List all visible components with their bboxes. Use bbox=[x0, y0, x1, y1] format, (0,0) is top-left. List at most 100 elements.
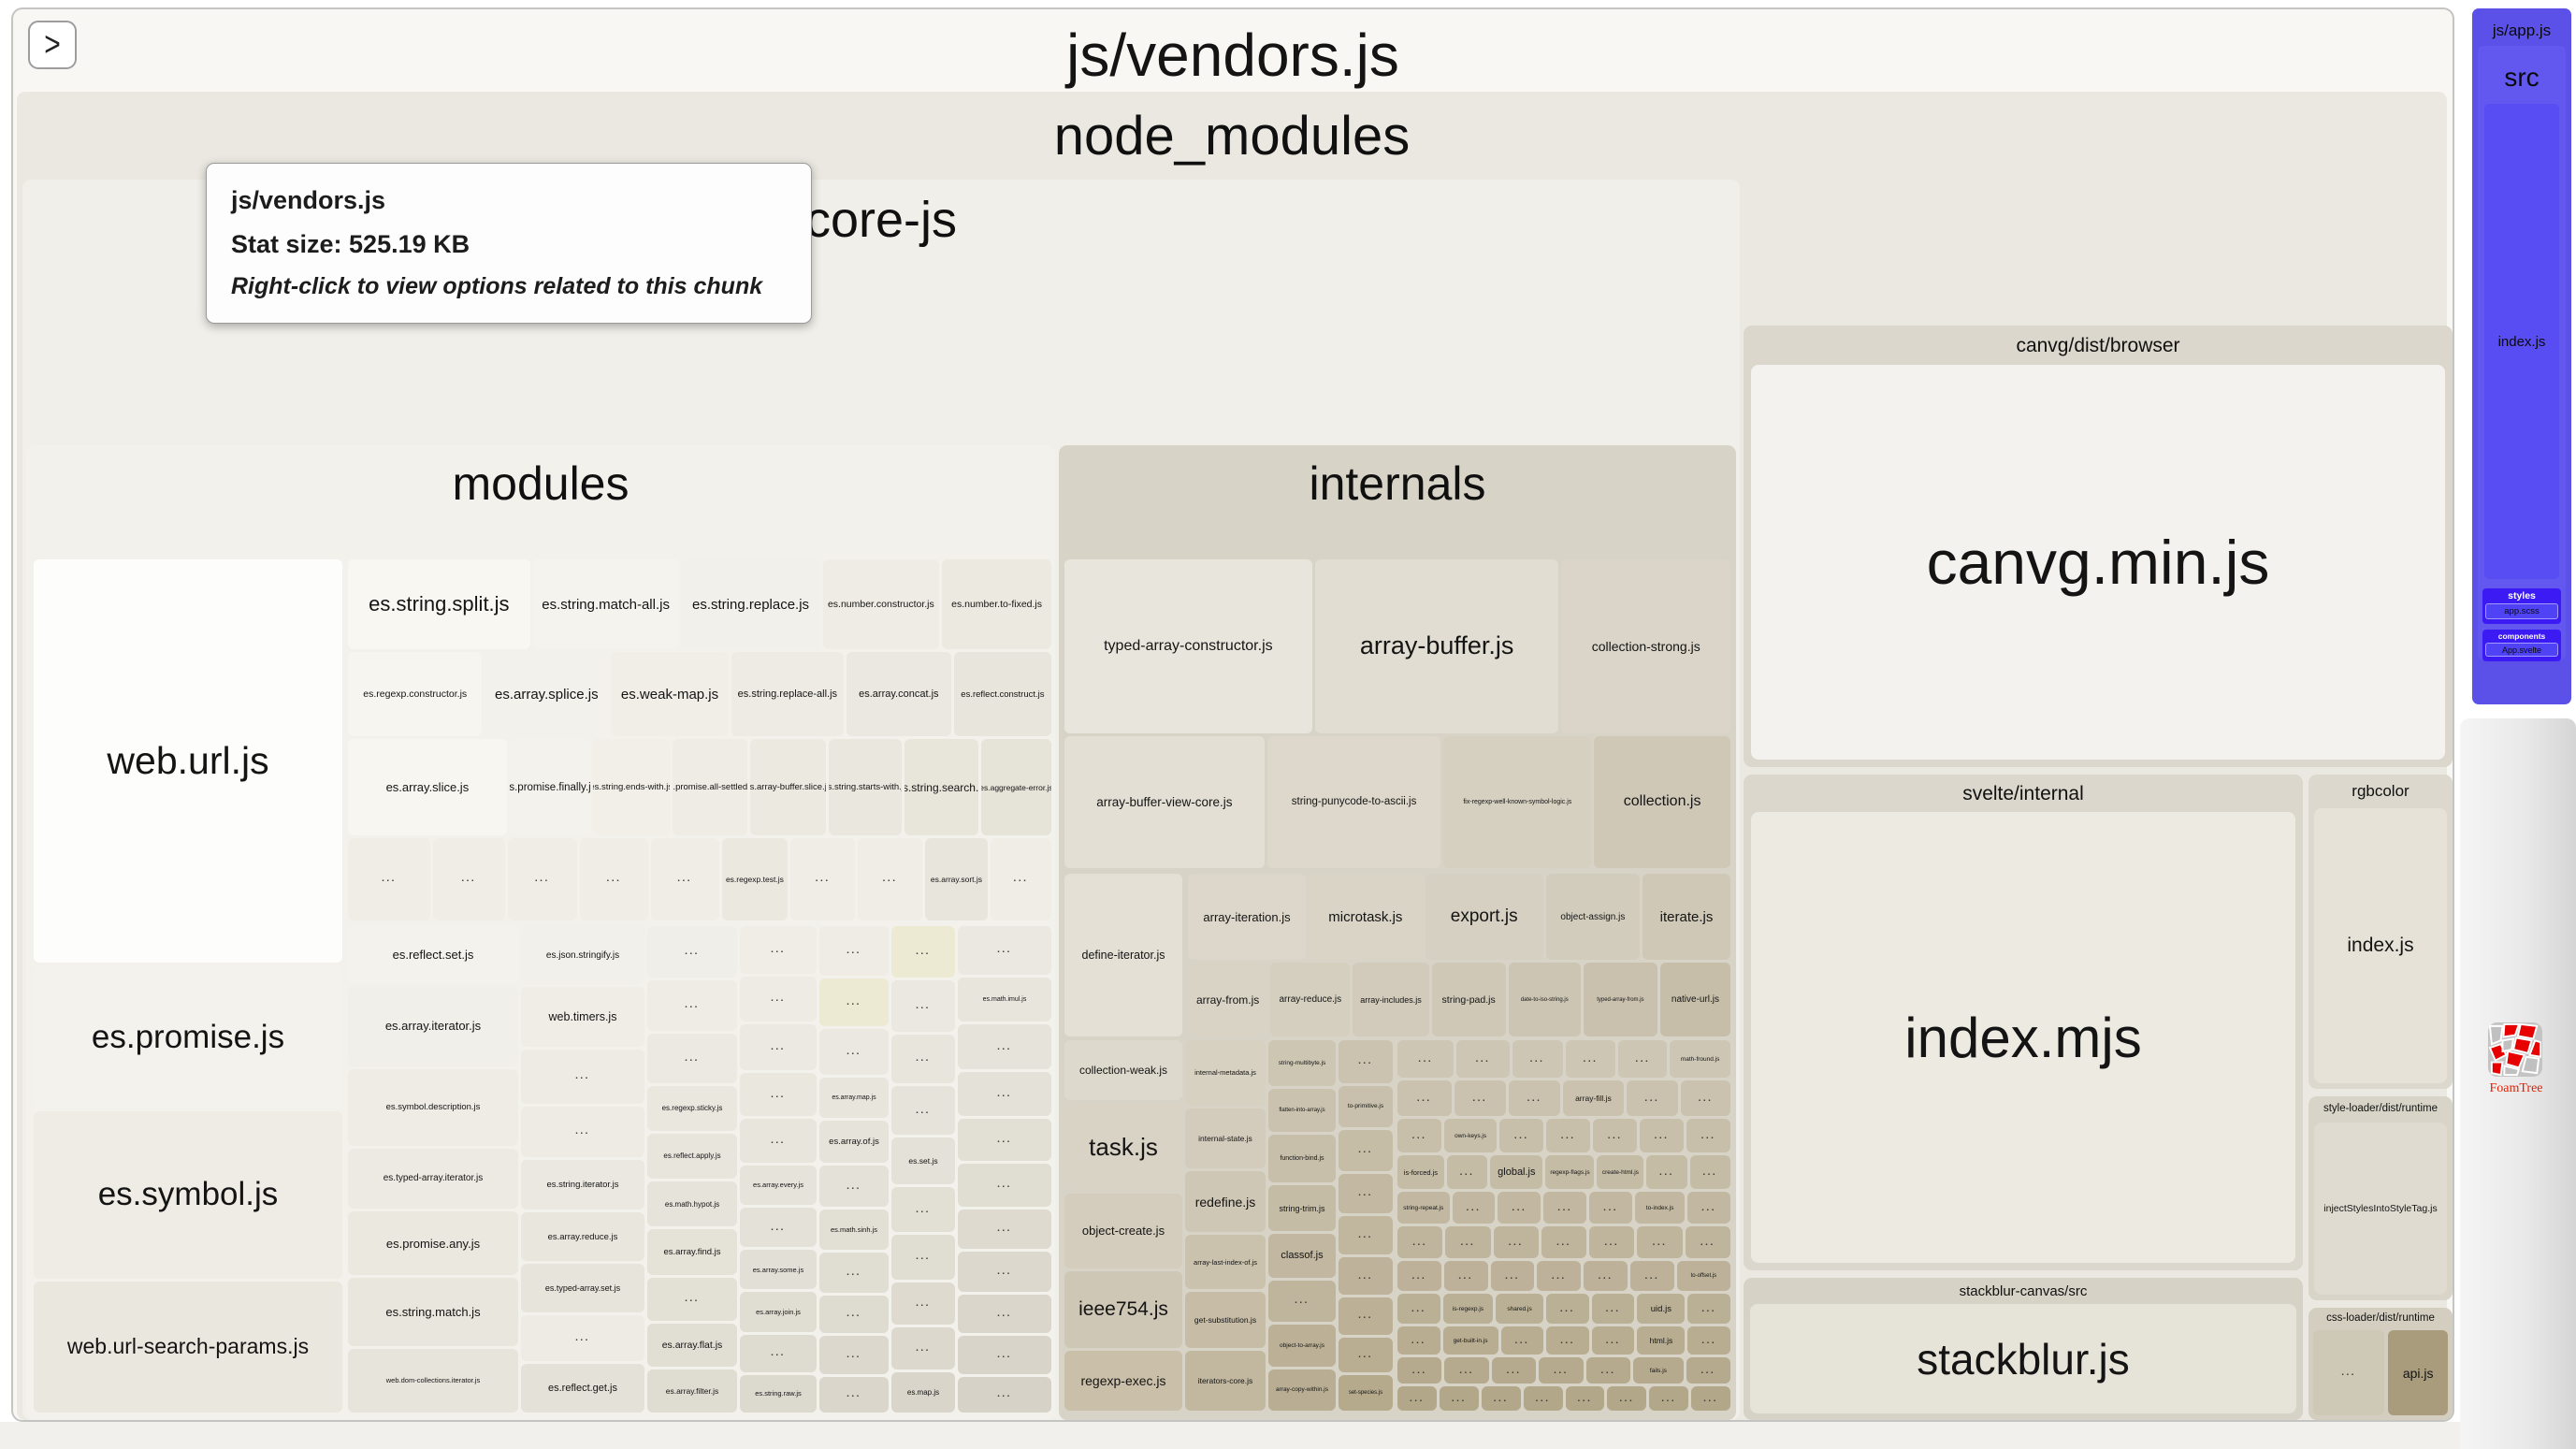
treemap-cell-to-index.js[interactable]: to-index.js bbox=[1635, 1192, 1686, 1224]
treemap-cell-ellipsis[interactable]: ... bbox=[647, 1277, 737, 1321]
treemap-cell-web.dom-collections.iterator.js[interactable]: web.dom-collections.iterator.js bbox=[348, 1348, 518, 1413]
group-style-loader[interactable]: style-loader/dist/runtime injectStylesIn… bbox=[2308, 1096, 2453, 1300]
treemap-cell-ellipsis[interactable]: ... bbox=[1339, 1297, 1393, 1335]
treemap-cell-es.array.iterator.js[interactable]: es.array.iterator.js bbox=[348, 985, 518, 1066]
treemap-cell-es.array.join.js[interactable]: es.array.join.js bbox=[740, 1292, 817, 1332]
treemap-cell-ellipsis[interactable]: ... bbox=[958, 1164, 1051, 1207]
treemap-cell-redefine.js[interactable]: redefine.js bbox=[1185, 1170, 1266, 1233]
treemap-cell-ellipsis[interactable]: ... bbox=[891, 979, 955, 1032]
treemap-cell-collection-strong.js[interactable]: collection-strong.js bbox=[1561, 559, 1730, 733]
treemap-cell-es.json.stringify.js[interactable]: es.json.stringify.js bbox=[521, 926, 644, 984]
treemap-cell-src-index.js[interactable]: index.js bbox=[2484, 104, 2559, 579]
treemap-cell-es.array.slice.js[interactable]: es.array.slice.js bbox=[348, 739, 507, 835]
treemap-cell-ellipsis[interactable]: ... bbox=[958, 1376, 1051, 1413]
treemap-cell-css-loader-ellipsis[interactable]: ... bbox=[2313, 1330, 2385, 1415]
treemap-cell-ellipsis[interactable]: ... bbox=[740, 926, 817, 974]
treemap-cell-to-primitive.js[interactable]: to-primitive.js bbox=[1339, 1085, 1393, 1127]
treemap-cell-es.array.splice.js[interactable]: es.array.splice.js bbox=[485, 652, 609, 737]
treemap-cell-ellipsis[interactable]: ... bbox=[1491, 1357, 1537, 1384]
treemap-cell-ellipsis[interactable]: ... bbox=[819, 1253, 889, 1293]
treemap-cell-ellipsis[interactable]: ... bbox=[1498, 1192, 1541, 1224]
treemap-cell-es.array.concat.js[interactable]: es.array.concat.js bbox=[846, 652, 951, 737]
treemap-cell-ellipsis[interactable]: ... bbox=[1339, 1337, 1393, 1373]
treemap-cell-ellipsis[interactable]: ... bbox=[819, 1165, 889, 1208]
treemap-cell-es.promise.js[interactable]: es.promise.js bbox=[34, 965, 342, 1108]
treemap-cell-array-includes.js[interactable]: array-includes.js bbox=[1353, 963, 1429, 1036]
treemap-cell-string-trim.js[interactable]: string-trim.js bbox=[1268, 1185, 1336, 1231]
treemap-cell-es.promise.any.js[interactable]: es.promise.any.js bbox=[348, 1210, 518, 1276]
treemap-cell-es.string.match-all.js[interactable]: es.string.match-all.js bbox=[532, 559, 679, 650]
treemap-cell-collection.js[interactable]: collection.js bbox=[1594, 735, 1731, 868]
group-components[interactable]: components App.svelte bbox=[2482, 630, 2561, 661]
treemap-cell-ellipsis[interactable]: ... bbox=[647, 1034, 737, 1083]
treemap-cell-es.aggregate-error.js[interactable]: es.aggregate-error.js bbox=[980, 739, 1051, 835]
treemap-cell-ellipsis[interactable]: ... bbox=[1585, 1357, 1631, 1384]
treemap-cell-export.js[interactable]: export.js bbox=[1425, 874, 1543, 960]
treemap-cell-es.array.of.js[interactable]: es.array.of.js bbox=[819, 1121, 889, 1163]
treemap-cell-define-iterator.js[interactable]: define-iterator.js bbox=[1064, 874, 1182, 1036]
treemap-cell-ellipsis[interactable]: ... bbox=[580, 837, 648, 921]
treemap-cell-es.symbol.description.js[interactable]: es.symbol.description.js bbox=[348, 1068, 518, 1146]
treemap-cell-es.reflect.set.js[interactable]: es.reflect.set.js bbox=[348, 926, 518, 983]
treemap-cell-es.array-buffer.slice.js[interactable]: es.array-buffer.slice.js bbox=[750, 739, 826, 835]
treemap-cell-ellipsis[interactable]: ... bbox=[1397, 1226, 1443, 1258]
treemap-cell-es.array.flat.js[interactable]: es.array.flat.js bbox=[647, 1323, 737, 1367]
treemap-cell-ellipsis[interactable]: ... bbox=[1546, 1119, 1591, 1152]
treemap-cell-ellipsis[interactable]: ... bbox=[1565, 1386, 1605, 1411]
treemap-cell-get-built-in.js[interactable]: get-built-in.js bbox=[1442, 1326, 1498, 1355]
treemap-cell-ellipsis[interactable]: ... bbox=[891, 1034, 955, 1083]
treemap-cell-string-pad.js[interactable]: string-pad.js bbox=[1431, 963, 1506, 1036]
sidebar-toggle-button[interactable]: > bbox=[28, 21, 77, 69]
treemap-cell-html.js[interactable]: html.js bbox=[1637, 1326, 1686, 1355]
treemap-cell-ellipsis[interactable]: ... bbox=[1339, 1215, 1393, 1255]
treemap-cell-ellipsis[interactable]: ... bbox=[891, 926, 955, 978]
treemap-cell-ellipsis[interactable]: ... bbox=[1339, 1040, 1393, 1083]
treemap-cell-array-buffer.js[interactable]: array-buffer.js bbox=[1314, 559, 1559, 733]
treemap-cell-ellipsis[interactable]: ... bbox=[1499, 1119, 1544, 1152]
treemap-cell-internal-state.js[interactable]: internal-state.js bbox=[1185, 1108, 1266, 1168]
treemap-cell-ellipsis[interactable]: ... bbox=[819, 978, 889, 1027]
treemap-cell-math-fround.js[interactable]: math-fround.js bbox=[1670, 1040, 1730, 1078]
treemap-cell-ellipsis[interactable]: ... bbox=[1456, 1040, 1510, 1078]
treemap-cell-es.string.starts-with.js[interactable]: es.string.starts-with.js bbox=[828, 739, 903, 835]
treemap-cell-ellipsis[interactable]: ... bbox=[958, 1119, 1051, 1162]
treemap-cell-ellipsis[interactable]: ... bbox=[647, 926, 737, 978]
treemap-cell-es.array.reduce.js[interactable]: es.array.reduce.js bbox=[521, 1212, 644, 1262]
treemap-cell-es.symbol.js[interactable]: es.symbol.js bbox=[34, 1110, 342, 1279]
treemap-cell-ellipsis[interactable]: ... bbox=[891, 1187, 955, 1232]
treemap-cell-object-create.js[interactable]: object-create.js bbox=[1064, 1193, 1182, 1268]
treemap-cell-ellipsis[interactable]: ... bbox=[1629, 1261, 1674, 1291]
treemap-cell-ellipsis[interactable]: ... bbox=[1607, 1386, 1647, 1411]
treemap-cell-ellipsis[interactable]: ... bbox=[1268, 1280, 1336, 1323]
treemap-cell-global.js[interactable]: global.js bbox=[1490, 1155, 1543, 1189]
treemap-cell-es.string.match.js[interactable]: es.string.match.js bbox=[348, 1278, 518, 1346]
treemap-cell-es.array.sort.js[interactable]: es.array.sort.js bbox=[925, 837, 988, 921]
treemap-cell-ellipsis[interactable]: ... bbox=[1523, 1386, 1563, 1411]
treemap-cell-ellipsis[interactable]: ... bbox=[790, 837, 856, 921]
treemap-cell-ellipsis[interactable]: ... bbox=[1689, 1155, 1730, 1189]
treemap-cell-string-multibyte.js[interactable]: string-multibyte.js bbox=[1268, 1040, 1336, 1086]
treemap-cell-iterate.js[interactable]: iterate.js bbox=[1643, 874, 1730, 960]
treemap-cell-fix-regexp-well-known-symbol-logic.js[interactable]: fix-regexp-well-known-symbol-logic.js bbox=[1443, 735, 1592, 868]
treemap-cell-ellipsis[interactable]: ... bbox=[647, 979, 737, 1032]
treemap-cell-web.url-search-params.js[interactable]: web.url-search-params.js bbox=[34, 1281, 342, 1413]
treemap-cell-index.mjs[interactable]: index.mjs bbox=[1751, 812, 2295, 1263]
treemap-cell-es.string.search.js[interactable]: es.string.search.js bbox=[904, 739, 978, 835]
treemap-cell-ellipsis[interactable]: ... bbox=[1397, 1386, 1437, 1411]
treemap-cell-es.promise.all-settled.js[interactable]: es.promise.all-settled.js bbox=[672, 739, 748, 835]
treemap-cell-ellipsis[interactable]: ... bbox=[1397, 1261, 1441, 1291]
foamtree-logo-icon[interactable] bbox=[2488, 1022, 2542, 1077]
treemap-cell-ellipsis[interactable]: ... bbox=[740, 1119, 817, 1163]
treemap-cell-ellipsis[interactable]: ... bbox=[1591, 1326, 1635, 1355]
treemap-cell-ellipsis[interactable]: ... bbox=[1649, 1386, 1689, 1411]
treemap-cell-es.typed-array.iterator.js[interactable]: es.typed-array.iterator.js bbox=[348, 1148, 518, 1209]
treemap-cell-array-buffer-view-core.js[interactable]: array-buffer-view-core.js bbox=[1064, 735, 1265, 868]
treemap-cell-ellipsis[interactable]: ... bbox=[1541, 1226, 1587, 1258]
treemap-cell-create-html.js[interactable]: create-html.js bbox=[1597, 1155, 1644, 1189]
treemap-cell-ellipsis[interactable]: ... bbox=[1443, 1261, 1488, 1291]
treemap-cell-es.string.iterator.js[interactable]: es.string.iterator.js bbox=[521, 1159, 644, 1210]
treemap-cell-array-iteration.js[interactable]: array-iteration.js bbox=[1188, 874, 1306, 960]
treemap-cell-array-fill.js[interactable]: array-fill.js bbox=[1563, 1080, 1624, 1116]
treemap-cell-ellipsis[interactable]: ... bbox=[1339, 1129, 1393, 1171]
treemap-cell-ellipsis[interactable]: ... bbox=[1565, 1040, 1616, 1078]
